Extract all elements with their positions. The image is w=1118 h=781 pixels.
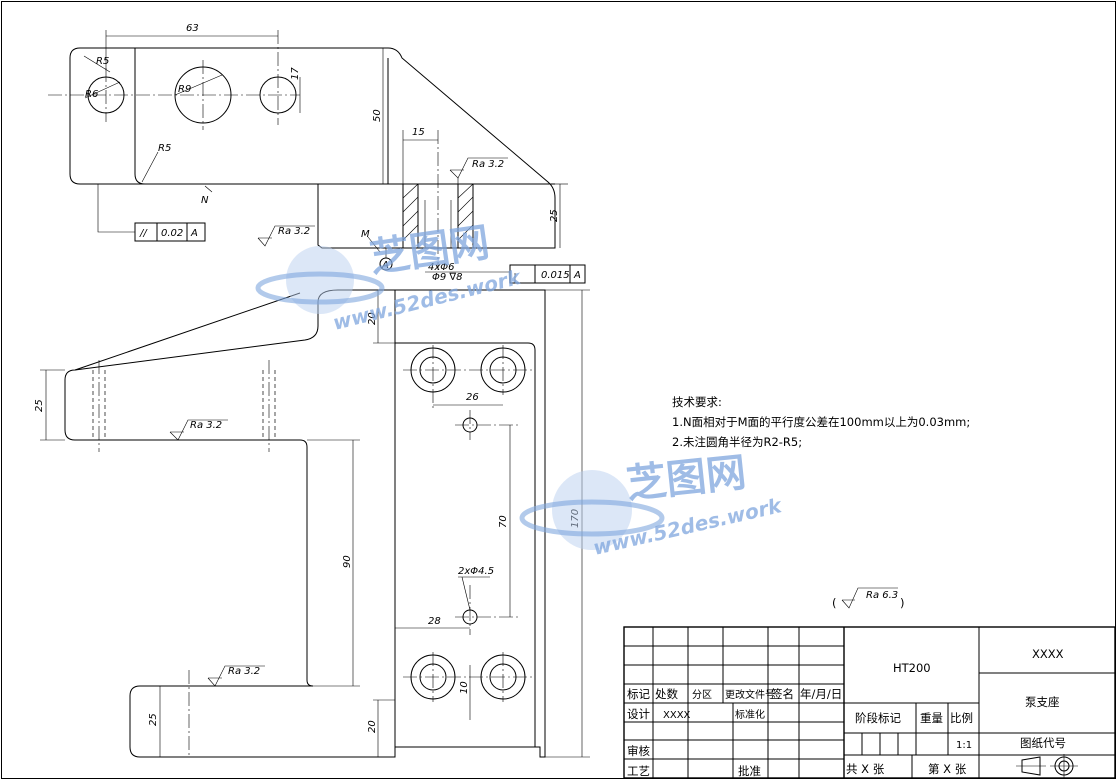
- dim-20-bottom: 20: [367, 720, 378, 733]
- general-roughness: ( Ra 6.3 ): [832, 587, 905, 610]
- dim-17: 17: [290, 67, 301, 80]
- requirements-title: 技术要求:: [672, 395, 722, 409]
- svg-text:年/月/日: 年/月/日: [800, 687, 842, 701]
- dim-50: 50: [372, 109, 383, 122]
- sheets-total: 共 X 张: [846, 762, 885, 776]
- surface-label-m: M: [361, 229, 370, 240]
- radius-r5-mid: R5: [158, 143, 171, 154]
- radius-r6: R6: [85, 89, 98, 100]
- hole-note-2: Φ9 ∇8: [432, 272, 462, 283]
- dim-28: 28: [428, 616, 441, 627]
- svg-text:分区: 分区: [692, 689, 712, 701]
- svg-text:A: A: [190, 228, 198, 239]
- svg-text:(: (: [832, 596, 837, 610]
- roughness-top-left: Ra 3.2: [278, 226, 310, 237]
- parallel-tolerance-frame: [134, 222, 206, 242]
- stage-mark: 阶段标记: [855, 711, 901, 725]
- weight-label: 重量: [920, 711, 943, 725]
- scale-value: 1:1: [956, 740, 972, 751]
- svg-text:工艺: 工艺: [627, 764, 650, 778]
- svg-text:标记: 标记: [627, 687, 650, 701]
- flatness-tolerance-value: 0.015: [541, 270, 570, 281]
- watermark-brand-2: 芝图网: [624, 450, 748, 508]
- projection-symbol-icon: [1016, 754, 1078, 778]
- technical-requirements: 技术要求: 1.N面相对于M面的平行度公差在100mm以上为0.03mm; 2.…: [672, 395, 970, 449]
- section-hatch: [402, 183, 474, 241]
- watermark-brand-1: 芝图网: [367, 220, 492, 282]
- designer-name: XXXX: [663, 710, 691, 721]
- part-name: 泵支座: [1025, 695, 1060, 709]
- requirement-item-1: 1.N面相对于M面的平行度公差在100mm以上为0.03mm;: [672, 415, 970, 429]
- title-block: HT200 XXXX 泵支座 图纸代号 阶段标记 重量 比例 1:1 共 X 张…: [623, 626, 1116, 779]
- svg-text:更改文件号: 更改文件号: [725, 688, 775, 701]
- top-view-outline: [69, 47, 556, 249]
- dim-10: 10: [459, 681, 470, 694]
- dim-26: 26: [466, 392, 479, 403]
- side-view: 20 25 26 70 170 90 28 10 20 25: [34, 289, 590, 758]
- flatness-tolerance-frame: [509, 264, 586, 284]
- surface-label-n: N: [201, 195, 209, 206]
- sheet-current: 第 X 张: [928, 762, 967, 776]
- requirement-item-2: 2.未注圆角半径为R2-R5;: [672, 435, 802, 449]
- roughness-top-right: Ra 3.2: [472, 159, 504, 170]
- watermark-globe-icon: [552, 470, 632, 550]
- dim-63: 63: [186, 23, 199, 34]
- dim-25-left: 25: [34, 399, 45, 412]
- dim-90: 90: [342, 555, 353, 568]
- svg-text:设计: 设计: [627, 707, 650, 721]
- svg-text:A: A: [573, 270, 581, 281]
- roughness-general: Ra 6.3: [866, 590, 898, 601]
- svg-text:): ): [900, 596, 905, 610]
- watermark-globe-icon: [286, 246, 354, 314]
- radius-r5-top: R5: [96, 56, 109, 67]
- dim-70: 70: [498, 515, 509, 528]
- scale-label: 比例: [950, 711, 973, 725]
- svg-text://: //: [139, 228, 148, 239]
- top-view: 63 17 50 15 25 R5 R6 R9 R5 N // 0.02 A: [48, 23, 586, 284]
- datum-a-circle: [379, 257, 393, 271]
- parallel-tolerance-value: 0.02: [161, 228, 183, 239]
- hole-note-bottom: 2xΦ4.5: [458, 566, 494, 577]
- svg-text:A: A: [381, 260, 389, 271]
- svg-text:审核: 审核: [627, 744, 650, 758]
- company: XXXX: [1032, 647, 1064, 661]
- dim-15: 15: [412, 127, 425, 138]
- roughness-left-bottom: Ra 3.2: [228, 666, 260, 677]
- roughness-left-mid: Ra 3.2: [190, 420, 222, 431]
- dim-25-top: 25: [549, 209, 560, 222]
- dim-25-bottom: 25: [148, 713, 159, 726]
- radius-r9: R9: [178, 84, 191, 95]
- dim-20-top: 20: [367, 312, 378, 325]
- svg-text:签名: 签名: [771, 687, 794, 701]
- svg-text:处数: 处数: [655, 687, 678, 701]
- svg-text:标准化: 标准化: [735, 708, 765, 721]
- hole-note-1: 4xΦ6: [428, 262, 455, 273]
- watermark-2: 芝图网 www.52des.work: [519, 450, 785, 560]
- top-inner-edge: [134, 48, 146, 185]
- side-view-outline: [64, 289, 546, 758]
- material: HT200: [893, 661, 931, 675]
- svg-text:批准: 批准: [738, 764, 761, 778]
- side-taper-line: [74, 292, 301, 371]
- drawing-code: 图纸代号: [1020, 736, 1066, 750]
